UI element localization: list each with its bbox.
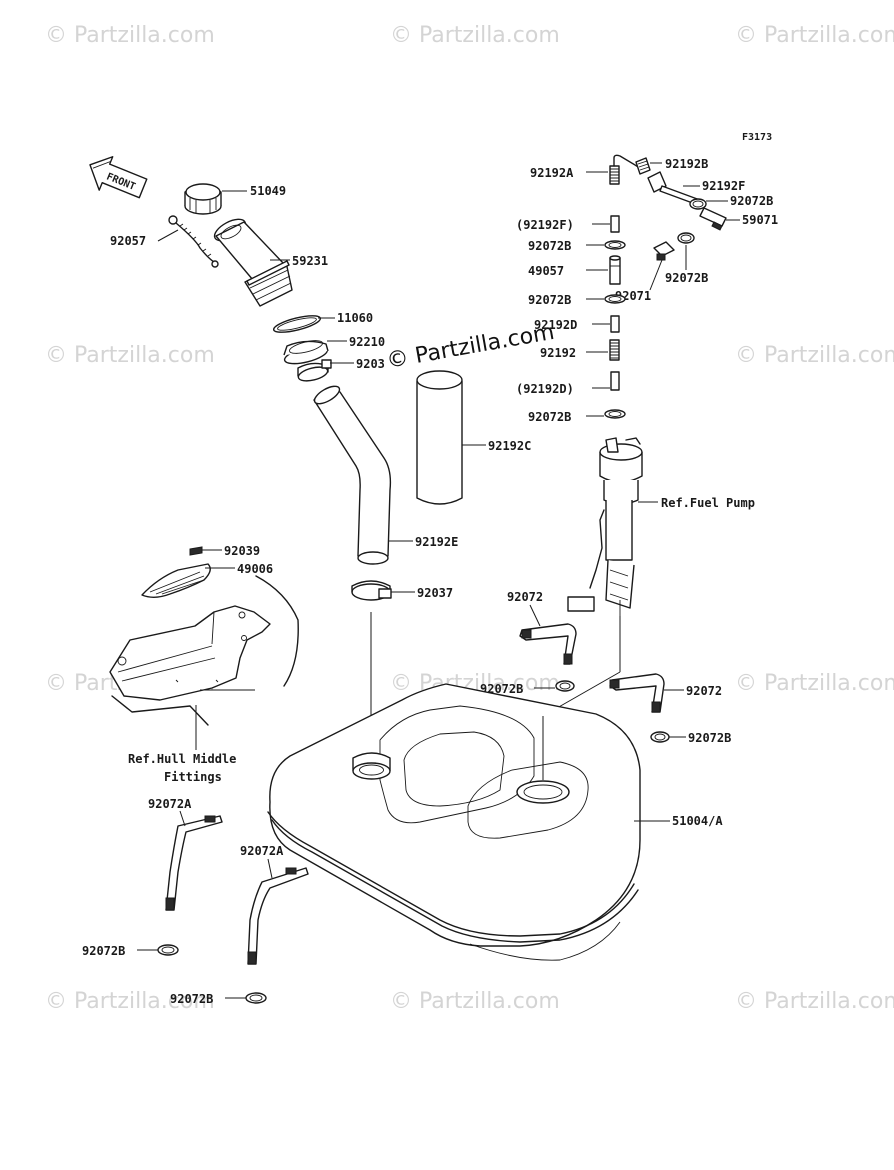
clip-92072B-top <box>689 198 707 210</box>
label-hull-line1: Ref.Hull Middle <box>128 752 236 766</box>
o-ring <box>272 315 322 333</box>
label-92192: 92192 <box>540 346 576 360</box>
fitting-59071 <box>699 207 727 231</box>
label-92192B: 92192B <box>665 157 708 171</box>
label-92072B-bl2: 92072B <box>170 992 213 1006</box>
clip-92072B-1 <box>604 240 626 250</box>
label-11060: 11060 <box>337 311 373 325</box>
watermark: © Partzilla.com <box>390 989 560 1014</box>
label-92192A: 92192A <box>530 166 574 180</box>
watermark: © Partzilla.com <box>45 23 215 48</box>
label-fuel-pump: Ref.Fuel Pump <box>661 496 755 510</box>
watermark: © Partzilla.com <box>45 343 215 368</box>
watermark: © Partzilla.com <box>390 23 560 48</box>
label-49006: 49006 <box>237 562 273 576</box>
label-hull-line2: Fittings <box>164 770 222 784</box>
filler-hose-bent <box>313 385 392 565</box>
label-92072-left: 92072 <box>507 590 543 604</box>
strap-92072-left <box>519 623 577 665</box>
cap-tether-strap <box>168 215 219 268</box>
fuel-cap <box>184 183 222 215</box>
strap-92072A-1 <box>165 815 223 911</box>
label-92192F: 92192F <box>702 179 745 193</box>
watermark: © Partzilla.com <box>735 23 894 48</box>
strap-92072-right <box>609 673 665 713</box>
watermark-center: © Partzilla.com <box>385 320 557 374</box>
check-valve-92071 <box>653 241 675 261</box>
label-92039: 92039 <box>224 544 260 558</box>
plate-screw <box>189 546 222 556</box>
label-92057: 92057 <box>110 234 146 248</box>
label-92072B-bl1: 92072B <box>82 944 125 958</box>
clip-92072B-bl2 <box>245 992 267 1004</box>
watermark: © Partzilla.com <box>735 989 894 1014</box>
label-92192D: 92192D <box>534 318 577 332</box>
spring-hose-92192 <box>609 339 620 361</box>
spring-hose-92192A <box>609 154 641 185</box>
label-92072-right: 92072 <box>686 684 722 698</box>
tube-49057 <box>609 255 621 285</box>
breather-hose-straight <box>416 370 463 505</box>
label-92072B-top: 92072B <box>730 194 773 208</box>
label-92192D-paren: (92192D) <box>516 382 574 396</box>
label-92210: 92210 <box>349 335 385 349</box>
front-arrow-icon: FRONT <box>89 156 148 199</box>
hose-clamp-lower <box>351 580 392 601</box>
label-92192E: 92192E <box>415 535 458 549</box>
watermark: © Partzilla.com <box>45 989 215 1014</box>
label-51049: 51049 <box>250 184 286 198</box>
filler-nut <box>283 340 329 365</box>
clip-92072B-2 <box>604 294 626 304</box>
fuel-tank <box>267 683 641 961</box>
clip-92072B-bl1 <box>157 944 179 956</box>
label-59231: 59231 <box>292 254 328 268</box>
label-9203: 9203 <box>356 357 385 371</box>
clip-92072B-valve <box>677 232 695 244</box>
hose-clamp-upper <box>297 359 332 382</box>
label-92192C: 92192C <box>488 439 531 453</box>
label-92072B-right: 92072B <box>688 731 731 745</box>
tube-92192D <box>610 315 620 333</box>
tube-92192D-paren <box>610 371 620 391</box>
label-92037: 92037 <box>417 586 453 600</box>
label-49057: 49057 <box>528 264 564 278</box>
label-92072B-1: 92072B <box>528 239 571 253</box>
label-51004A: 51004/A <box>672 814 723 828</box>
label-92072A-2: 92072A <box>240 844 284 858</box>
tube-92192F-paren <box>610 215 620 233</box>
label-92072B-2: 92072B <box>528 293 571 307</box>
filler-neck <box>213 218 293 307</box>
watermark: © Partzilla.com <box>735 671 894 696</box>
deflector-plate <box>141 563 211 598</box>
watermark: © Partzilla.com <box>735 343 894 368</box>
label-92072B-3: 92072B <box>528 410 571 424</box>
label-59071: 59071 <box>742 213 778 227</box>
label-92072A-1: 92072A <box>148 797 192 811</box>
clip-92072B-right <box>650 731 670 743</box>
hull-middle-fittings <box>109 575 299 726</box>
label-92192F-paren: (92192F) <box>516 218 574 232</box>
diagram-code: F3173 <box>742 132 772 143</box>
clip-92072B-mid <box>555 680 575 692</box>
label-92072B-r2: 92072B <box>665 271 708 285</box>
clip-92072B-3 <box>604 409 626 419</box>
strap-92072A-2 <box>247 867 309 965</box>
fuel-pump-assembly <box>567 437 643 616</box>
